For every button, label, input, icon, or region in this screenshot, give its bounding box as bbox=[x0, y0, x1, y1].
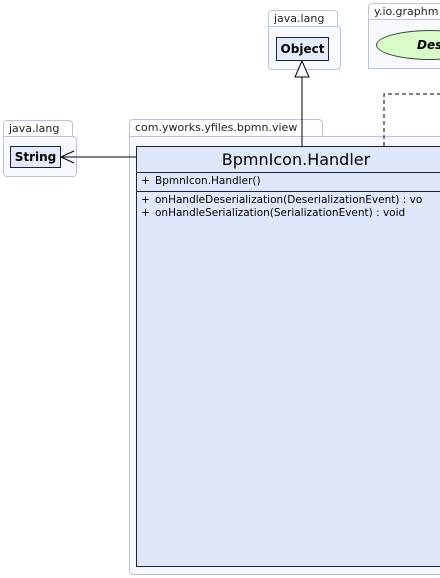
class-handler-methods: + onHandleDeserialization(Deserialization… bbox=[137, 192, 440, 223]
package-label-graphml: y.io.graphm bbox=[374, 5, 439, 18]
package-tab-graphml: y.io.graphm bbox=[368, 3, 440, 20]
constructor-signature: BpmnIcon.Handler() bbox=[155, 175, 261, 187]
constructor-visibility: + bbox=[141, 175, 150, 187]
class-handler-title: BpmnIcon.Handler bbox=[137, 147, 440, 173]
package-tab-view: com.yworks.yfiles.bpmn.view bbox=[129, 119, 323, 137]
class-string-name: String bbox=[14, 150, 57, 164]
method-visibility: + bbox=[141, 207, 150, 219]
package-label-string: java.lang bbox=[9, 122, 60, 135]
package-label-view: com.yworks.yfiles.bpmn.view bbox=[135, 121, 298, 134]
method-row: + onHandleSerialization(SerializationEven… bbox=[141, 207, 440, 220]
class-object-name: Object bbox=[280, 42, 325, 56]
class-partial-oval-name: Des bbox=[417, 38, 440, 52]
method-signature: onHandleDeserialization(DeserializationE… bbox=[155, 194, 423, 206]
method-signature: onHandleSerialization(SerializationEvent… bbox=[155, 207, 406, 219]
constructor-row: + BpmnIcon.Handler() bbox=[141, 175, 440, 188]
method-visibility: + bbox=[141, 194, 150, 206]
class-handler-constructors: + BpmnIcon.Handler() bbox=[137, 173, 440, 192]
class-string[interactable]: String bbox=[10, 146, 61, 168]
package-label-object: java.lang bbox=[274, 12, 325, 25]
package-tab-string: java.lang bbox=[3, 120, 73, 137]
class-bpmnicon-handler[interactable]: BpmnIcon.Handler + BpmnIcon.Handler() + on… bbox=[136, 146, 440, 567]
package-tab-object: java.lang bbox=[268, 10, 338, 27]
class-handler-name: BpmnIcon.Handler bbox=[221, 150, 371, 169]
class-object[interactable]: Object bbox=[276, 37, 329, 61]
method-row: + onHandleDeserialization(Deserialization… bbox=[141, 194, 440, 207]
